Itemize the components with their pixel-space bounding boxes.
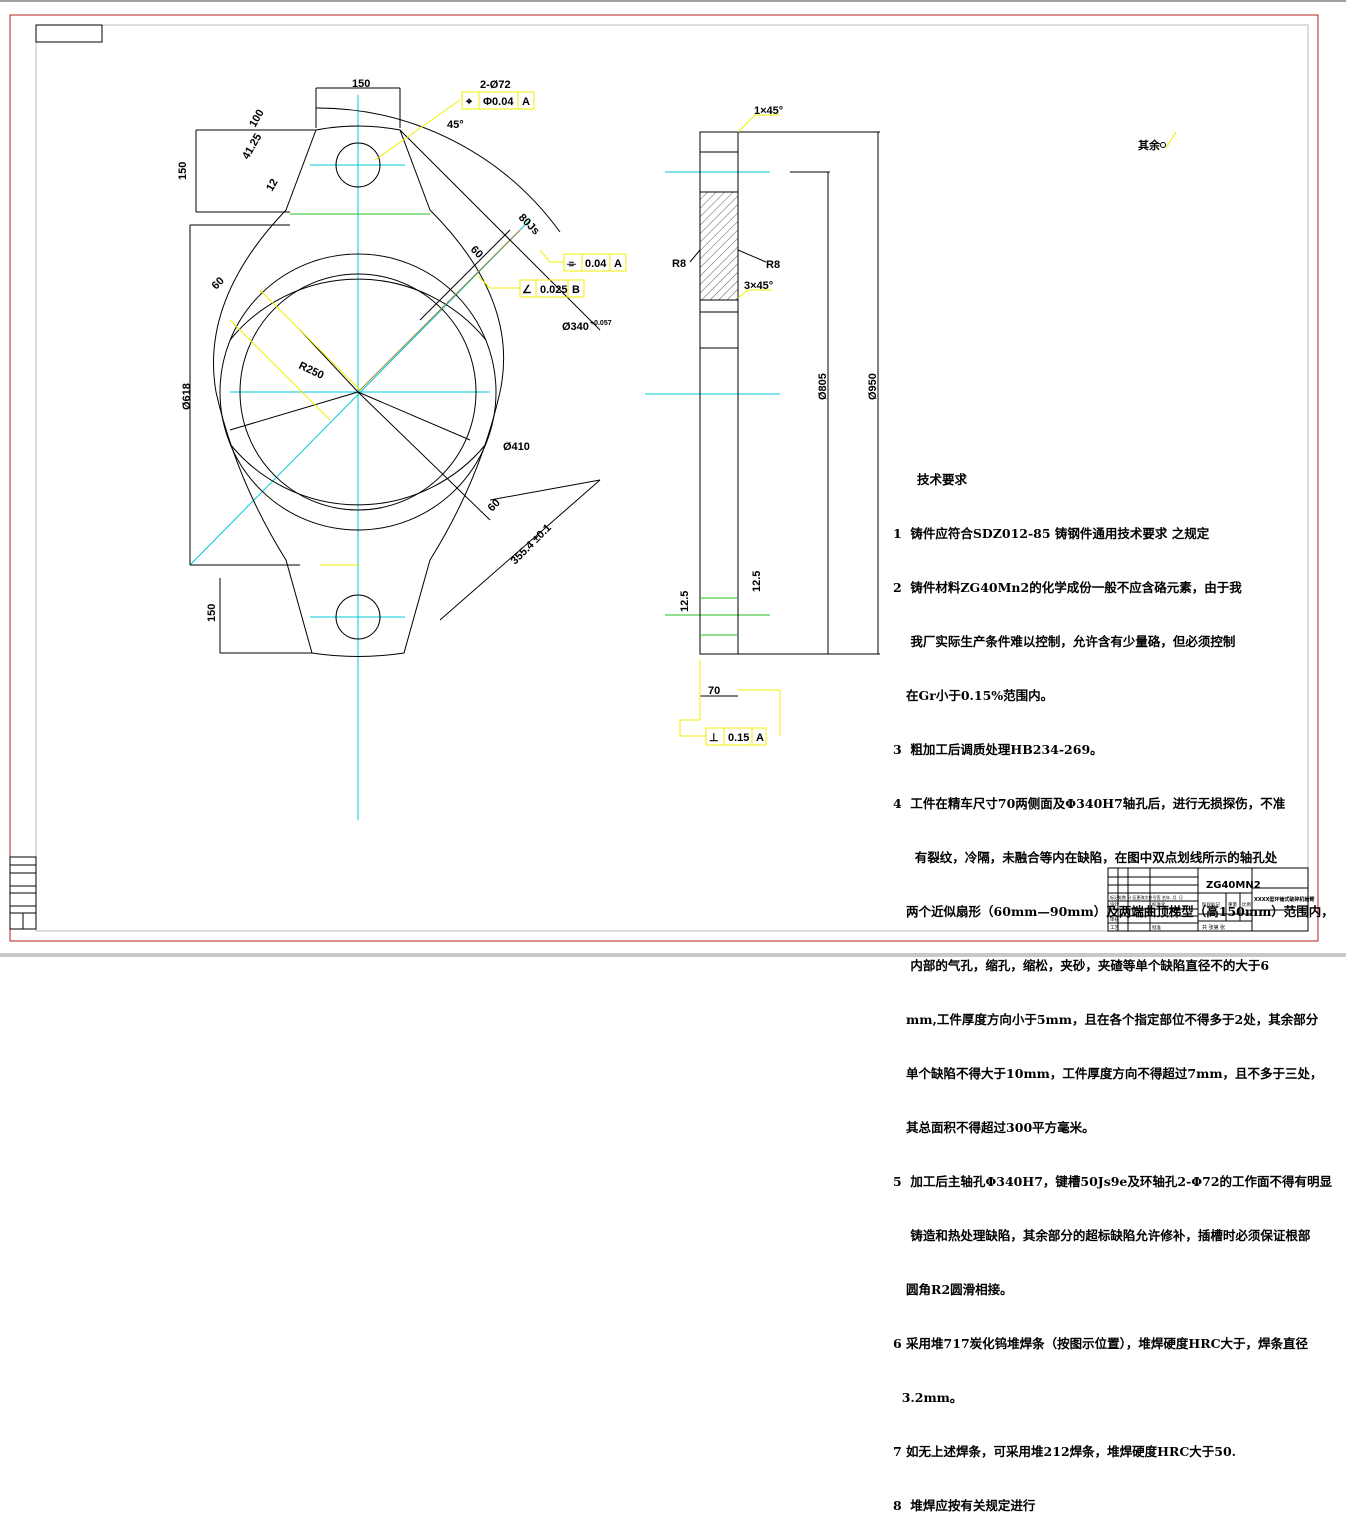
tolerance-frame-angularity: ∠ 0.025 B bbox=[477, 275, 585, 298]
tech-req-title: 技术要求 bbox=[917, 472, 968, 487]
outer-border bbox=[9, 14, 1319, 942]
tech-req-line: 4 工件在精车尺寸70两侧面及Φ340H7轴孔后，进行无损探伤，不准 bbox=[893, 796, 1286, 811]
dim-outer-height: Ø950 bbox=[867, 373, 879, 400]
tech-req-line: 内部的气孔，缩孔，缩松，夹砂，夹碴等单个缺陷直径不的大于6 bbox=[893, 958, 1270, 973]
dim-keyway-width: 80Js bbox=[516, 212, 542, 238]
tech-req-line: 2 铸件材料ZG40Mn2的化学成份一般不应含硌元素，由于我 bbox=[893, 580, 1242, 595]
svg-text:0.04: 0.04 bbox=[585, 258, 607, 270]
svg-text:阶段标记: 阶段标记 bbox=[1202, 901, 1220, 908]
dim-hub: Ø410 bbox=[503, 441, 530, 453]
svg-text:共 张第 张: 共 张第 张 bbox=[1202, 924, 1225, 931]
svg-text:A: A bbox=[756, 732, 764, 744]
part-name: XXXX型环锤式破碎机锤臂 bbox=[1254, 896, 1314, 903]
bottom-edge bbox=[0, 953, 1346, 957]
technical-requirements: 技术要求 1 铸件应符合SDZ012-85 铸钢件通用技术要求 之规定 2 铸件… bbox=[893, 435, 1334, 1533]
dim-inner-height: Ø805 bbox=[817, 373, 829, 400]
tech-req-line: 有裂纹，冷隔，未融合等内在缺陷，在图中双点划线所示的轴孔处 bbox=[893, 850, 1278, 865]
title-block-text: ZG40MN2 XXXX型环锤式破碎机锤臂 标记处数 分 区更改文件号签 名年.… bbox=[1110, 880, 1314, 931]
svg-text:B: B bbox=[572, 284, 580, 296]
svg-text:重量: 重量 bbox=[1228, 901, 1237, 908]
title-block bbox=[1107, 867, 1309, 932]
dim-fillet-left: R8 bbox=[672, 258, 686, 270]
dim-bore: Ø340 bbox=[562, 321, 589, 333]
material: ZG40MN2 bbox=[1206, 880, 1261, 891]
tech-req-line: 两个近似扇形（60mm—90mm）及两端曲顶梯型（高150mm）范围内， bbox=[893, 904, 1334, 919]
tolerance-frame-position: ⌖ Φ0.04 A bbox=[461, 91, 535, 110]
drawing-number-box bbox=[35, 24, 103, 43]
dim-thickness: 70 bbox=[708, 685, 720, 697]
svg-text:批准: 批准 bbox=[1152, 924, 1161, 931]
side-view bbox=[645, 114, 880, 737]
svg-text:比例: 比例 bbox=[1242, 901, 1251, 908]
tech-req-line: 我厂实际生产条件难以控制，允许含有少量硌，但必须控制 bbox=[893, 634, 1236, 649]
svg-text:A: A bbox=[522, 96, 530, 108]
dim-bottom-60: 60 bbox=[486, 497, 503, 514]
tech-req-line: 铸造和热处理缺陷，其余部分的超标缺陷允许修补，插槽时必须保证根部 bbox=[893, 1228, 1311, 1243]
tech-req-line: mm,工件厚度方向小于5mm，且在各个指定部位不得多于2处，其余部分 bbox=[893, 1012, 1319, 1027]
svg-text:标准化: 标准化 bbox=[1152, 901, 1166, 908]
svg-text:0.025: 0.025 bbox=[540, 284, 568, 296]
tech-req-line: 1 铸件应符合SDZ012-85 铸钢件通用技术要求 之规定 bbox=[893, 526, 1210, 541]
dim-chamfer-mid: 3×45° bbox=[744, 280, 773, 292]
tech-req-line: 3 粗加工后调质处理HB234-269。 bbox=[893, 742, 1103, 757]
top-edge bbox=[0, 0, 1346, 2]
svg-text:Φ0.04: Φ0.04 bbox=[483, 96, 514, 108]
dim-fillet-right: R8 bbox=[766, 259, 780, 271]
dim-overall-height: Ø618 bbox=[181, 383, 193, 410]
tech-req-line: 8 堆焊应按有关规定进行 bbox=[893, 1498, 1036, 1513]
dim-top-width: 150 bbox=[352, 78, 370, 90]
svg-text:审核: 审核 bbox=[1110, 916, 1119, 923]
front-view-labels: 150 45° 2-Ø72 150 Ø618 150 100 41.25 12 … bbox=[177, 78, 612, 622]
svg-text:标记处数 分 区更改文件号签 名年. 月. 日: 标记处数 分 区更改文件号签 名年. 月. 日 bbox=[1110, 894, 1183, 900]
tech-req-line: 3.2mm。 bbox=[893, 1390, 963, 1405]
dim-groove: 12 bbox=[264, 177, 281, 194]
inner-border bbox=[35, 24, 1309, 932]
svg-text:∠: ∠ bbox=[522, 284, 532, 296]
tech-req-line: 7 如无上述焊条，可采用堆212焊条，堆焊硬度HRC大于50. bbox=[893, 1444, 1237, 1459]
tech-req-line: 圆角R2圆滑相接。 bbox=[893, 1282, 1013, 1297]
cad-drawing: 150 45° 2-Ø72 150 Ø618 150 100 41.25 12 … bbox=[9, 14, 1319, 942]
dim-left-60: 60 bbox=[210, 275, 227, 292]
roughness-right: 12.5 bbox=[751, 571, 763, 592]
dim-top-lug-height: 150 bbox=[177, 162, 189, 180]
surface-finish-note: 其余 bbox=[1138, 131, 1177, 152]
dim-radius: R250 bbox=[297, 360, 326, 382]
svg-text:⌯: ⌯ bbox=[566, 258, 576, 270]
dim-chamfer-top: 1×45° bbox=[754, 105, 783, 117]
side-view-labels: 1×45° 3×45° R8 R8 Ø805 Ø950 70 12.5 12.5 bbox=[672, 105, 879, 697]
tech-req-line: 在Gr小于0.15%范围内。 bbox=[893, 688, 1054, 703]
svg-text:⊥: ⊥ bbox=[709, 732, 719, 744]
front-view bbox=[189, 87, 601, 820]
svg-text:其余: 其余 bbox=[1138, 138, 1161, 152]
svg-text:设计: 设计 bbox=[1110, 901, 1119, 908]
dim-bottom-lug-height: 150 bbox=[206, 604, 218, 622]
svg-text:0.15: 0.15 bbox=[728, 732, 749, 744]
tolerance-frame-symmetry: ⌯ 0.04 A bbox=[539, 249, 627, 272]
svg-text:工艺: 工艺 bbox=[1110, 925, 1119, 931]
tech-req-line: 其总面积不得超过300平方毫米。 bbox=[893, 1120, 1095, 1135]
dim-center-distance: 355.4 ±0.1 bbox=[509, 522, 554, 567]
dim-bore-tol: +0.057 bbox=[590, 320, 612, 327]
tolerance-frame-perpendicularity: ⊥ 0.15 A bbox=[705, 727, 767, 746]
hole-callout: 2-Ø72 bbox=[480, 79, 511, 91]
roughness-left: 12.5 bbox=[679, 591, 691, 612]
tech-req-line: 6 采用堆717炭化钨堆焊条（按图示位置），堆焊硬度HRC大于，焊条直径 bbox=[893, 1336, 1309, 1351]
dim-lug-inner: 41.25 bbox=[240, 132, 264, 162]
svg-text:A: A bbox=[614, 258, 622, 270]
tech-req-line: 5 加工后主轴孔Φ340H7，键槽50Js9e及环轴孔2-Φ72的工作面不得有明… bbox=[893, 1174, 1333, 1189]
dim-angle: 45° bbox=[447, 119, 464, 131]
left-revision-block bbox=[9, 856, 37, 930]
tech-req-line: 单个缺陷不得大于10mm，工件厚度方向不得超过7mm，且不多于三处， bbox=[893, 1066, 1323, 1081]
svg-text:⌖: ⌖ bbox=[465, 96, 473, 108]
dim-lug-offset: 100 bbox=[247, 108, 267, 130]
